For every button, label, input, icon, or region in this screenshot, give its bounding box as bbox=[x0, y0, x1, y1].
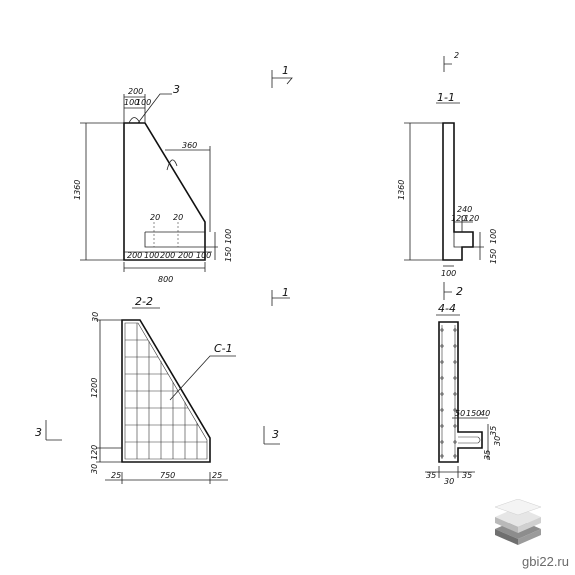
section-4-4-outline bbox=[438, 321, 483, 463]
callout-c1: С-1 bbox=[214, 342, 233, 355]
s44-bottom-35b: 35 bbox=[462, 471, 472, 480]
dim-slot-1: 20 bbox=[150, 213, 160, 222]
callout-leader-3 bbox=[137, 93, 172, 124]
s11-bottom-width: 100 bbox=[441, 269, 456, 278]
cut-marker-1-bottom: 1 bbox=[271, 286, 290, 306]
svg-text:3: 3 bbox=[272, 428, 279, 441]
side-lifting-loop bbox=[166, 159, 178, 171]
base-slot bbox=[144, 231, 205, 248]
dim-top-half-1: 100 bbox=[124, 98, 139, 107]
svg-text:1: 1 bbox=[282, 64, 289, 77]
s22-bottom-120: 120 bbox=[90, 445, 99, 460]
cut-marker-1-top: 1 bbox=[271, 64, 293, 88]
s22-width-left: 25 bbox=[111, 471, 121, 480]
svg-text:3: 3 bbox=[35, 426, 42, 439]
s44-rebar-150: 150 bbox=[466, 409, 481, 418]
section-4-4-title: 4-4 bbox=[438, 302, 456, 315]
s44-side-35b: 35 bbox=[483, 450, 492, 460]
dim-base-seg-2: 100 bbox=[144, 251, 159, 260]
s44-side-35a: 35 bbox=[489, 426, 498, 436]
s11-base-height-2: 150 bbox=[489, 249, 498, 264]
s44-bottom-35a: 35 bbox=[426, 471, 436, 480]
section-4-4-rebar bbox=[440, 325, 481, 459]
s22-width-right: 25 bbox=[212, 471, 222, 480]
dim-base-height-1: 100 bbox=[224, 229, 233, 244]
dim-base-seg-1: 200 bbox=[127, 251, 142, 260]
cut-marker-2-top: 2 bbox=[443, 51, 459, 72]
s11-width-240: 240 bbox=[457, 205, 472, 214]
callout-3: 3 bbox=[173, 83, 180, 96]
dim-line-top bbox=[123, 94, 146, 123]
dim-base-seg-3: 200 bbox=[160, 251, 175, 260]
cut-marker-3-right: 3 bbox=[263, 426, 280, 445]
s22-bottom-30: 30 bbox=[90, 464, 99, 474]
section-2-2-outline bbox=[121, 319, 211, 463]
svg-text:2: 2 bbox=[456, 285, 463, 298]
s11-height: 1360 bbox=[397, 180, 406, 200]
dim-overall-height: 1360 bbox=[73, 180, 82, 200]
site-label[interactable]: gbi22.ru bbox=[522, 554, 569, 569]
dim-line-base-heights bbox=[205, 232, 218, 260]
main-outline bbox=[123, 122, 206, 261]
s44-rebar-40: 40 bbox=[480, 409, 490, 418]
section-1-1-title: 1-1 bbox=[437, 91, 455, 104]
s11-width-120a: 120 bbox=[451, 214, 466, 223]
s44-rebar-50: 50 bbox=[455, 409, 465, 418]
s11-base-height-1: 100 bbox=[489, 229, 498, 244]
cut-marker-3-left: 3 bbox=[35, 420, 62, 441]
section-2-2: 2-2 С-1 30 1200 120 30 25 750 25 bbox=[90, 295, 236, 484]
dim-base-height-2: 150 bbox=[224, 247, 233, 262]
dim-base-seg-4: 200 bbox=[178, 251, 193, 260]
dim-step-width: 360 bbox=[182, 141, 197, 150]
dim-top-width: 200 bbox=[128, 87, 143, 96]
dim-top-half-2: 100 bbox=[136, 98, 151, 107]
section-2-2-mesh-outline bbox=[124, 322, 208, 460]
section-2-2-title: 2-2 bbox=[135, 295, 153, 308]
stacked-slabs-logo bbox=[494, 499, 542, 545]
section-4-4: 4-4 50 150 40 35 30 35 35 30 35 bbox=[425, 302, 502, 486]
dim-overall-width: 800 bbox=[158, 275, 173, 284]
s44-side-30: 30 bbox=[493, 436, 502, 446]
watermark: gbi22.ru bbox=[489, 499, 569, 569]
dim-line-base bbox=[123, 262, 206, 272]
cut-marker-2-bottom: 2 bbox=[443, 282, 463, 300]
s22-width-main: 750 bbox=[160, 471, 175, 480]
main-view: 1360 800 200 100 100 3 360 20 20 200 100… bbox=[73, 83, 233, 284]
s11-width-120b: 120 bbox=[464, 214, 479, 223]
svg-text:1: 1 bbox=[282, 286, 289, 299]
dim-base-seg-5: 100 bbox=[196, 251, 211, 260]
dim-slot-2: 20 bbox=[173, 213, 183, 222]
dim-line-step bbox=[165, 146, 211, 232]
section-2-2-mesh bbox=[125, 323, 207, 459]
s44-bottom-30: 30 bbox=[444, 477, 454, 486]
callout-c1-leader bbox=[169, 355, 236, 401]
dim-line-height bbox=[80, 122, 124, 261]
svg-text:2: 2 bbox=[454, 51, 459, 60]
section-1-1: 1-1 1360 240 120 120 100 150 100 bbox=[397, 91, 498, 278]
s22-height: 1200 bbox=[90, 378, 99, 398]
section-1-1-outline bbox=[442, 122, 474, 261]
s22-top-cover: 30 bbox=[91, 312, 100, 322]
